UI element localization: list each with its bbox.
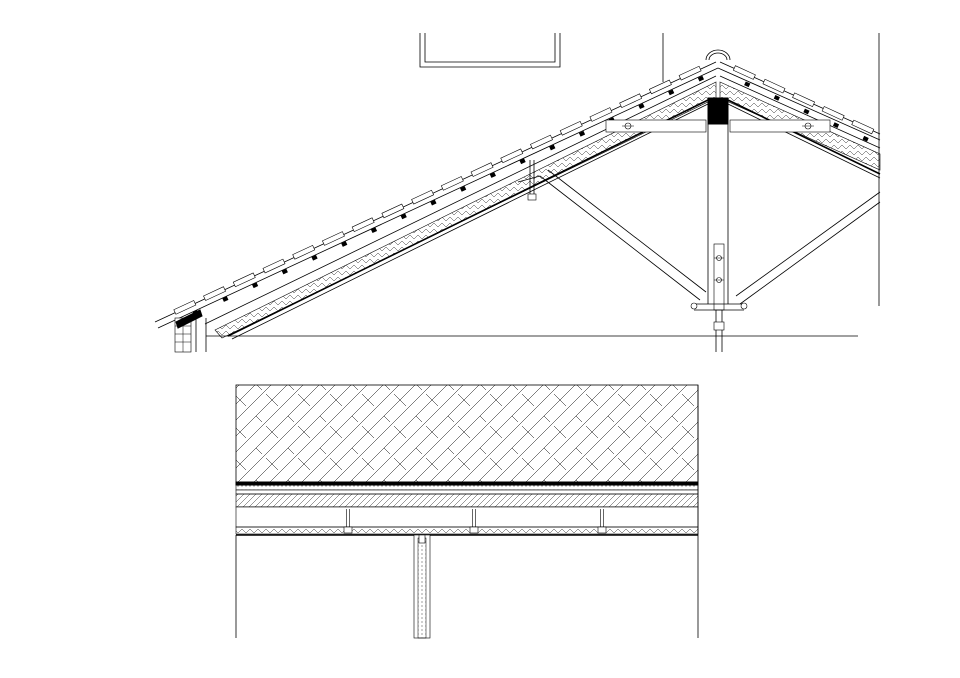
roof-tile [322,231,348,247]
left-roof-slope [154,61,719,340]
ridge-beam [707,97,729,125]
hanger [469,509,479,534]
ceiling-board [235,526,699,535]
service-cavity [235,506,699,528]
roof-truss-section [154,33,881,353]
hanger [343,509,353,534]
roof-tile [821,106,845,128]
roof-tile [732,65,756,88]
bedding-layer [235,484,699,491]
roof-tile [851,119,875,142]
roof-tile [232,272,259,289]
roof-tile [262,258,288,275]
window-frame [419,33,561,68]
roof-tile [381,203,407,220]
screed-layer [235,493,699,508]
roof-tile [559,120,586,137]
ceiling-hangers [343,509,607,534]
roof-tile [411,189,437,206]
roof-tile [762,78,786,101]
roof-tile [792,92,816,115]
collar-tie [605,119,831,133]
roof-tile [678,65,705,82]
eave-detail [174,309,207,353]
roof-tiles-left [173,65,705,316]
roof-tile [530,134,556,151]
roof-tile [203,286,229,302]
membrane-layer [235,481,699,486]
roof-tile [500,148,526,165]
roof-tile [648,79,675,96]
hanger [597,509,607,534]
herringbone-paving [235,384,699,483]
roof-tile [351,217,378,234]
roof-tiles-right [732,65,875,142]
king-post [707,124,729,352]
ridge-cap [705,49,731,61]
roof-tile [470,162,496,178]
diagonal-braces [517,169,881,305]
tie-beam [690,302,748,311]
roof-tile [292,244,318,261]
roof-tile [619,93,645,110]
floor-build-up-detail [235,384,699,639]
roof-tile [440,176,467,192]
partition-wall [413,534,431,639]
separation-layer [235,489,699,495]
rafter-hanger [527,160,537,201]
